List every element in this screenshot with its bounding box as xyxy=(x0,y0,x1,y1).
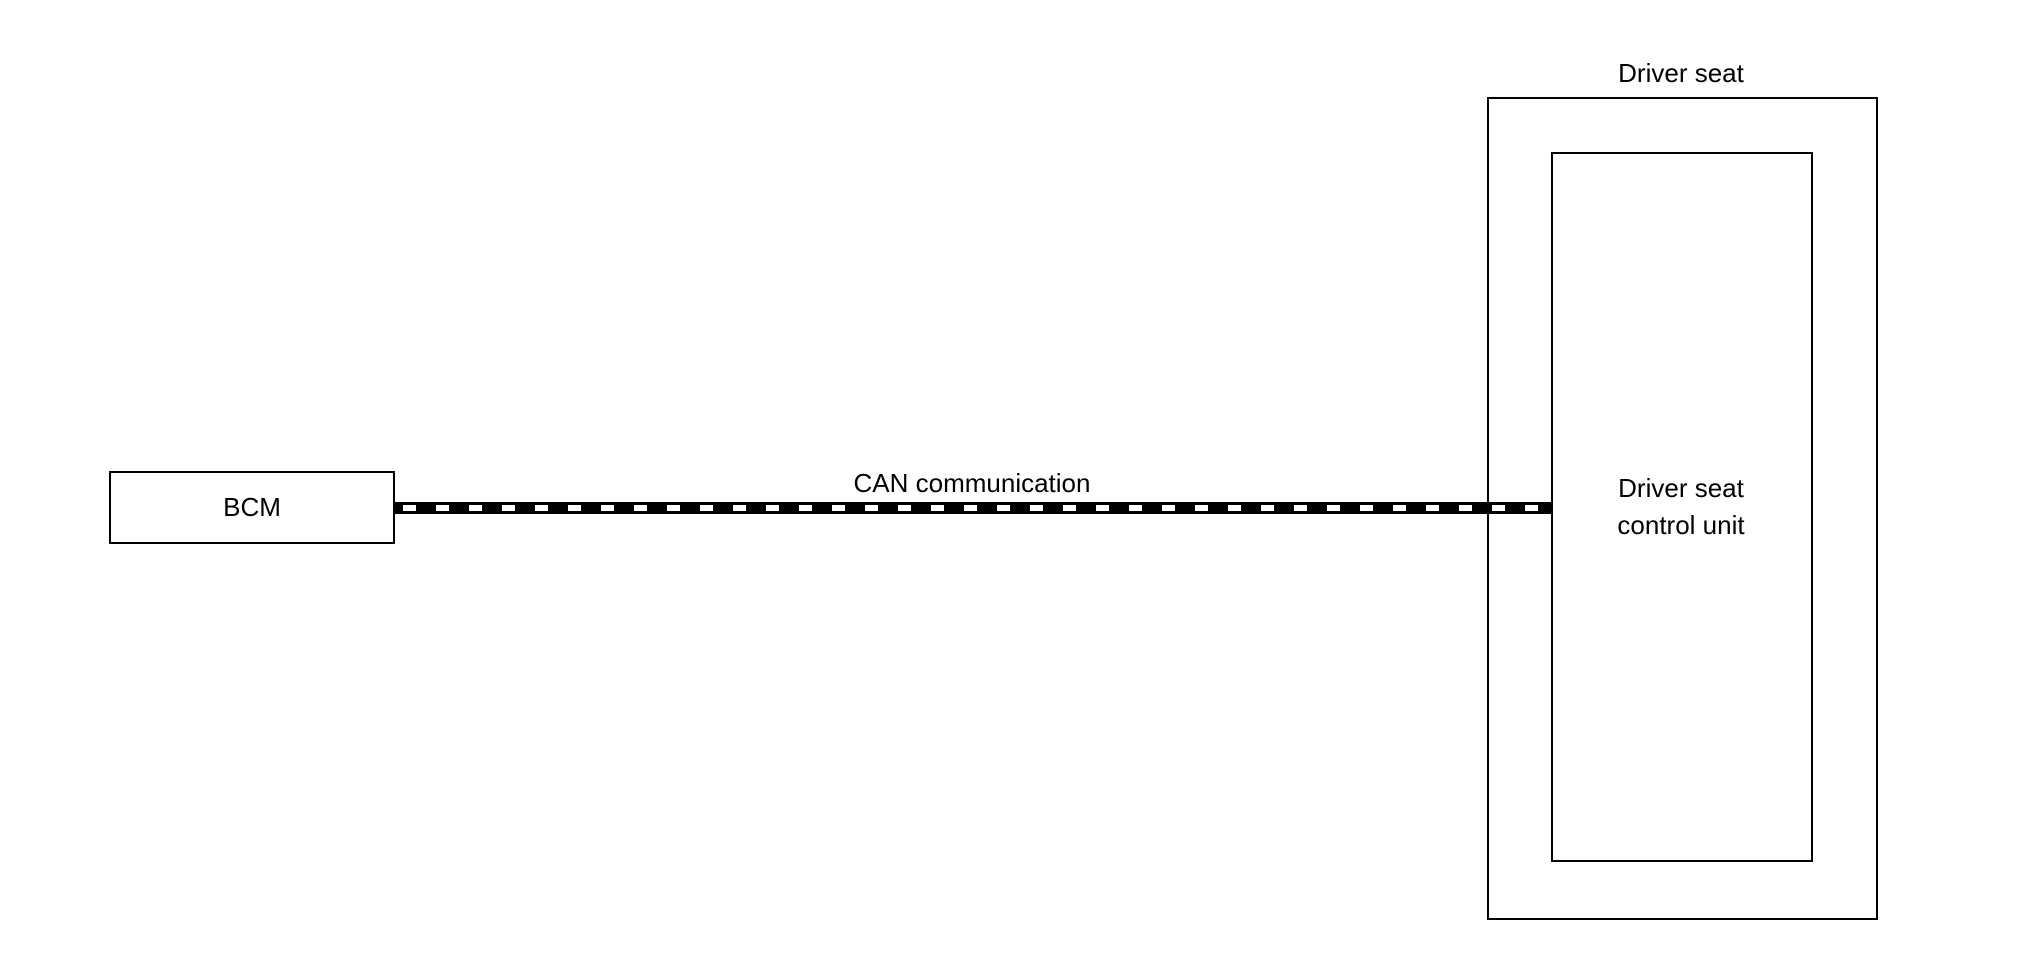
bcm-box xyxy=(109,471,395,544)
driver-seat-label: Driver seat xyxy=(1618,58,1744,88)
bcm-label: BCM xyxy=(223,492,281,522)
can-bus-line xyxy=(393,502,1552,514)
control-unit-label-line2: control unit xyxy=(1617,510,1745,540)
control-unit-label-line1: Driver seat xyxy=(1618,473,1744,503)
can-communication-label: CAN communication xyxy=(853,468,1091,498)
driver-seat-control-unit-box xyxy=(1551,152,1813,862)
